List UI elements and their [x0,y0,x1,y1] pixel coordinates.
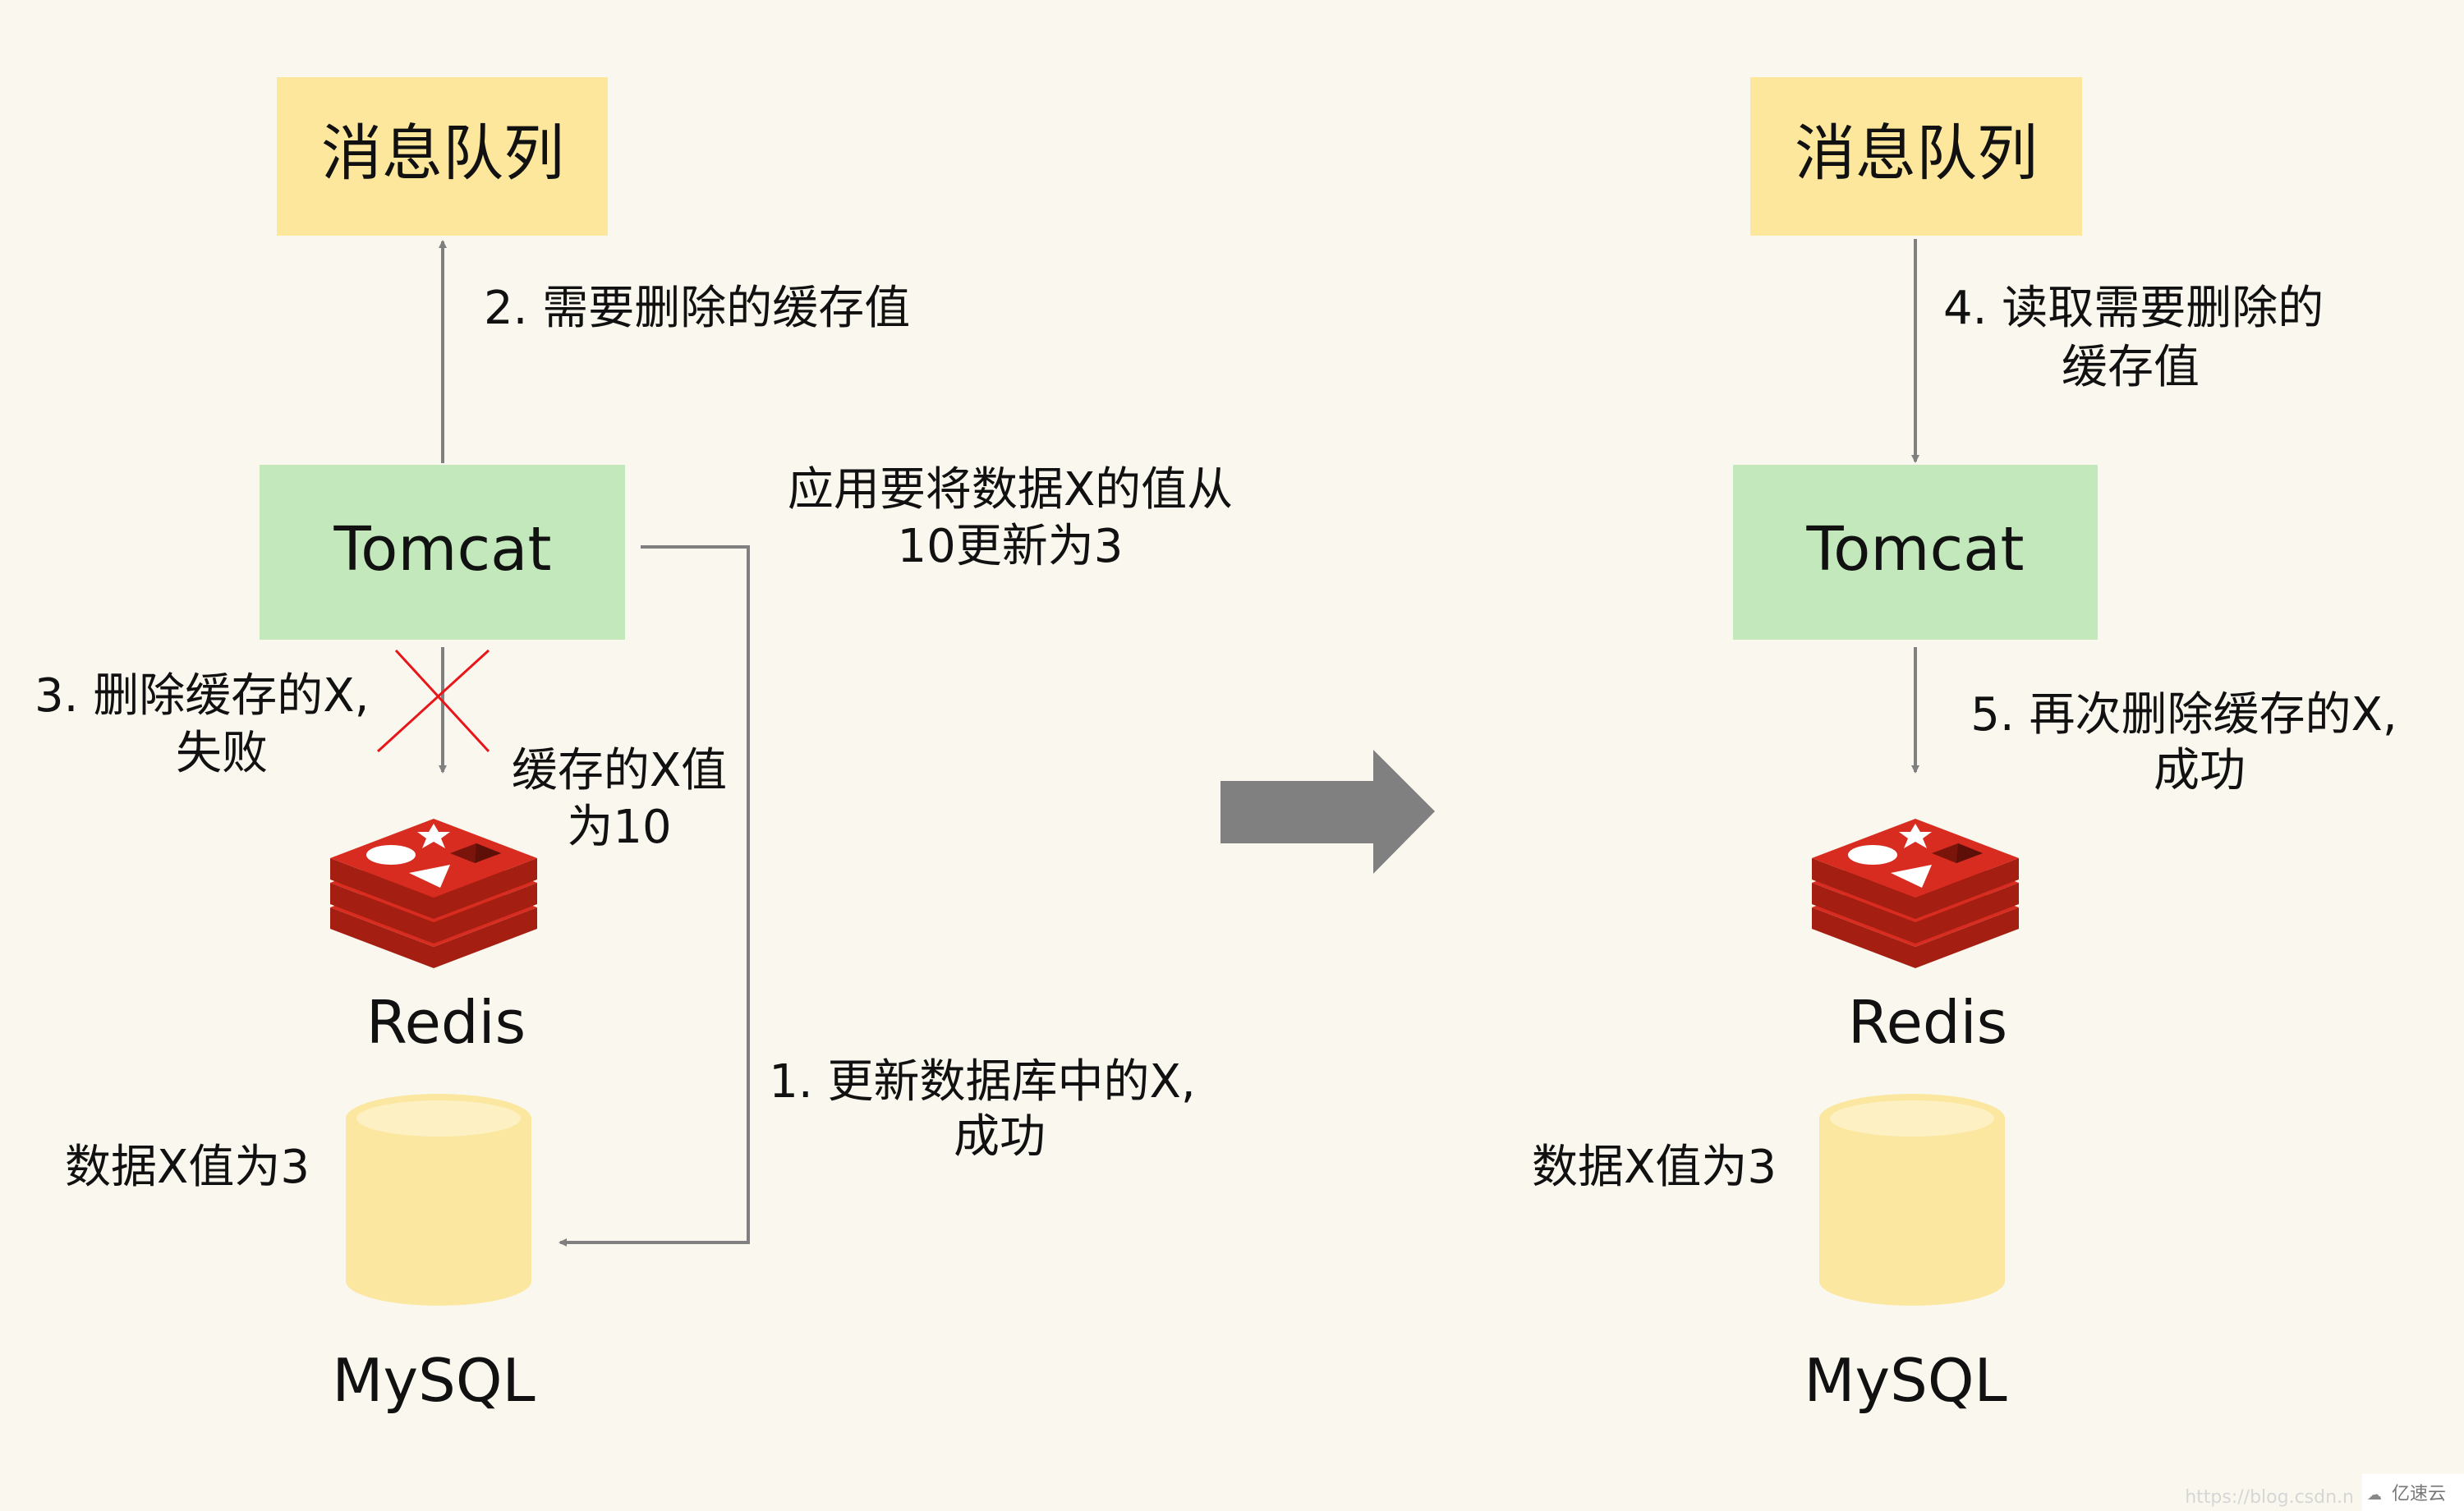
left-scenario: 消息队列 2. 需要删除的缓存值 Tomcat 3. 删除缓存的X, 失败 缓存… [34,77,1233,1415]
watermark-url: https://blog.csdn.n [2185,1487,2354,1508]
mysql-cylinder-icon [1819,1094,2005,1306]
tomcat-label: Tomcat [1805,514,2024,585]
arrow-tomcat-to-mysql [559,545,750,1247]
message-queue-box: 消息队列 [1750,77,2082,236]
redis-logo-icon [330,819,537,968]
step1-label-line1: 1. 更新数据库中的X, [769,1055,1195,1109]
transition-arrow-icon [1221,750,1435,874]
step5-label-line1: 5. 再次删除缓存的X, [1970,688,2397,742]
mysql-label: MySQL [1804,1346,2007,1415]
mysql-label: MySQL [332,1346,535,1415]
message-queue-label: 消息队列 [1795,118,2038,189]
step2-label: 2. 需要删除的缓存值 [484,282,910,335]
step4-label-line2: 缓存值 [2062,341,2200,394]
update-intent-line2: 10更新为3 [898,520,1124,573]
redis-label: Redis [1848,988,2007,1057]
db-value-label: 数据X值为3 [1532,1141,1777,1194]
cloud-logo-icon: ☁ [2367,1486,2382,1504]
step5-label-line2: 成功 [2154,744,2246,797]
step3-label-line1: 3. 删除缓存的X, [34,669,369,723]
mysql-cylinder-icon [346,1094,531,1306]
right-scenario: 消息队列 4. 读取需要删除的 缓存值 Tomcat 5. 再次删除缓存的X, … [1532,77,2397,1415]
tomcat-label: Tomcat [333,514,551,585]
cache-value-label-line1: 缓存的X值 [512,744,727,797]
step1-label-line2: 成功 [954,1110,1046,1164]
message-queue-label: 消息队列 [321,118,564,189]
tomcat-box: Tomcat [260,465,625,640]
step3-label-line2: 失败 [176,727,268,780]
cache-value-label-line2: 为10 [567,801,671,854]
step4-label-line1: 4. 读取需要删除的 [1943,282,2324,335]
message-queue-box: 消息队列 [277,77,608,236]
redis-logo-icon [1812,819,2019,968]
redis-label: Redis [366,988,526,1057]
update-intent-line1: 应用要将数据X的值从 [788,463,1233,517]
fail-cross-icon [376,649,490,753]
tomcat-box: Tomcat [1733,465,2098,640]
watermark-brand: 亿速云 [2392,1484,2446,1504]
watermark: https://blog.csdn.n ☁ 亿速云 [2185,1474,2464,1511]
db-value-label: 数据X值为3 [65,1141,310,1194]
